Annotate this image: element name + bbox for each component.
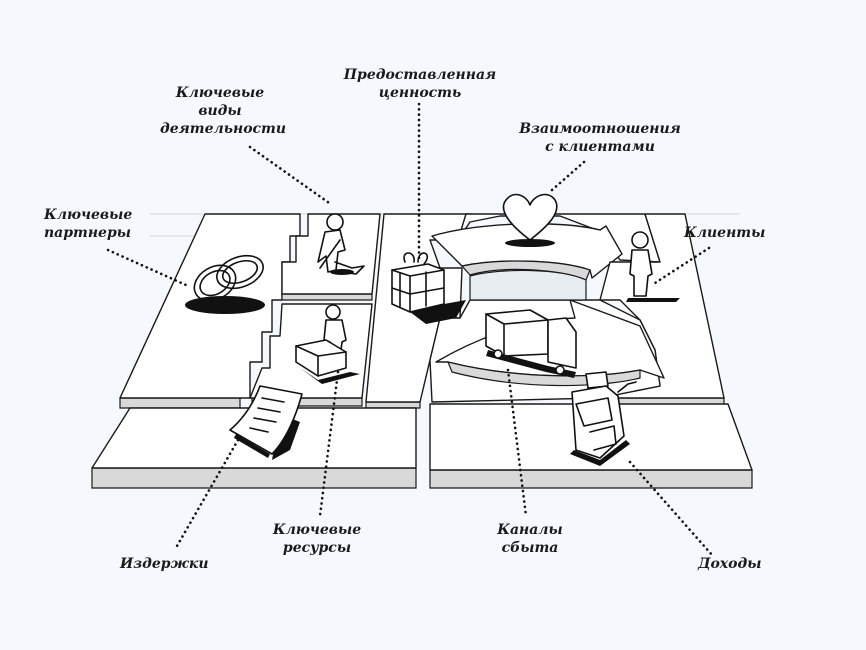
label-value-proposition: Предоставленная ценность — [335, 66, 505, 102]
label-line: Клиенты — [684, 225, 766, 241]
label-channels: Каналы сбыта — [480, 521, 580, 557]
label-line: Ключевые — [272, 522, 362, 538]
leader-key-resources — [318, 370, 340, 518]
label-line: Доходы — [698, 556, 762, 572]
gift-icon — [391, 252, 466, 324]
leader-key-partners — [106, 248, 188, 287]
label-line: с клиентами — [545, 139, 655, 155]
label-line: Ключевые — [175, 85, 265, 101]
label-key-partners: Ключевые партнеры — [44, 206, 154, 242]
worker-icon — [317, 213, 365, 275]
label-line: партнеры — [44, 225, 132, 241]
label-line: Предоставленная — [343, 67, 497, 83]
label-customer-segments: Клиенты — [684, 224, 774, 242]
label-line: ценность — [378, 85, 462, 101]
arrow-relationships — [431, 223, 623, 281]
machine-icon — [295, 304, 360, 384]
heart-icon — [502, 193, 558, 247]
leader-customer-relationships — [550, 160, 586, 192]
label-line: виды — [198, 103, 242, 119]
truck-icon — [485, 309, 577, 378]
leader-cost-structure — [175, 438, 240, 548]
label-line: Издержки — [120, 556, 209, 572]
leader-key-activities — [248, 145, 334, 207]
leader-channels — [506, 368, 528, 518]
label-line: Каналы — [497, 522, 563, 538]
label-line: ресурсы — [282, 540, 352, 556]
document-icon — [229, 385, 303, 460]
label-line: Ключевые — [44, 207, 133, 223]
leader-customer-segments — [653, 246, 711, 285]
label-cost-structure: Издержки — [120, 555, 220, 573]
label-line: деятельности — [160, 121, 287, 137]
label-key-activities: Ключевые виды деятельности — [160, 84, 287, 138]
label-line: сбыта — [501, 540, 559, 556]
label-customer-relationships: Взаимоотношения с клиентами — [510, 120, 690, 156]
cash-register-icon — [570, 371, 637, 466]
person-icon — [626, 231, 680, 302]
label-key-resources: Ключевые ресурсы — [262, 521, 372, 557]
label-revenue-streams: Доходы — [698, 555, 788, 573]
label-line: Взаимоотношения — [519, 121, 681, 137]
leader-revenue-streams — [628, 460, 714, 557]
rings-icon — [185, 254, 265, 314]
